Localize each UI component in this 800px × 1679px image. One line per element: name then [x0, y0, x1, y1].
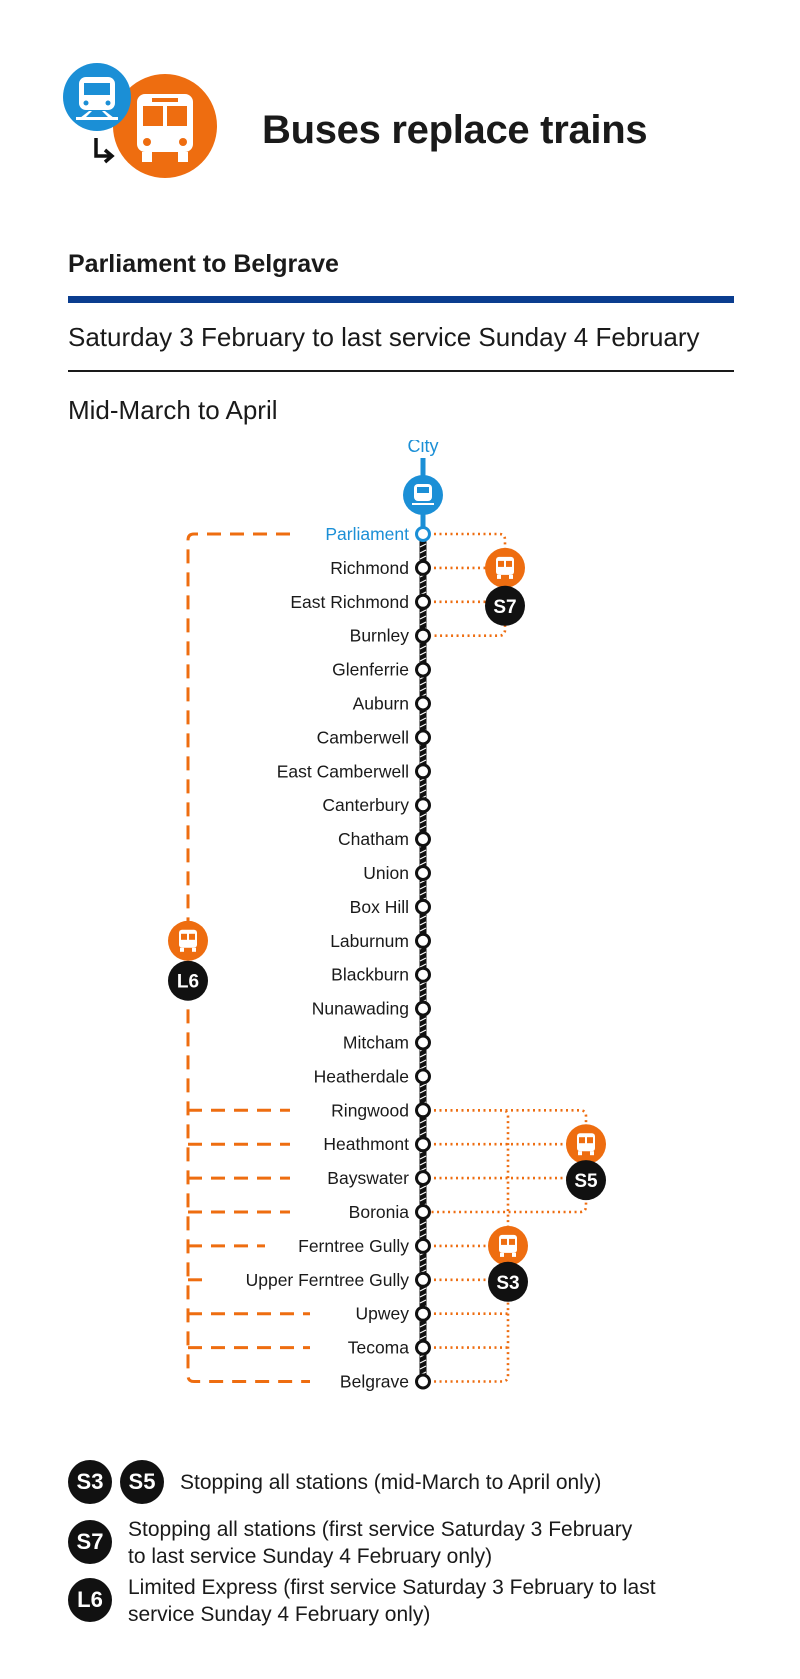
route-badge-s5-label: S5 [574, 1171, 598, 1192]
station-label: Heatherdale [314, 1066, 409, 1086]
station-marker [415, 1339, 431, 1356]
station-marker [415, 797, 431, 814]
station-label: Chatham [338, 829, 409, 849]
legend-s7-line1: Stopping all stations (first service Sat… [128, 1518, 633, 1541]
station-label: Richmond [330, 558, 409, 578]
route-badge-s7-label: S7 [493, 597, 516, 618]
station-marker [415, 1068, 431, 1085]
station-marker [415, 1102, 431, 1119]
station-label: Ringwood [331, 1100, 409, 1120]
station-label: Bayswater [327, 1168, 409, 1188]
blue-divider [68, 296, 734, 303]
station-marker [415, 763, 431, 780]
legend-s3-s5-text: Stopping all stations (mid-March to Apri… [180, 1471, 602, 1494]
black-divider [68, 370, 734, 372]
station-marker [415, 695, 431, 712]
station-marker [415, 865, 431, 881]
bus-icon-glyph [496, 556, 514, 579]
bus-icon-glyph [577, 1133, 595, 1156]
legend-badge-s3: S3 [68, 1460, 112, 1504]
station-label: Laburnum [330, 931, 409, 951]
s5-spurs [423, 1142, 586, 1180]
legend-l6-line2: service Sunday 4 February only) [128, 1603, 431, 1626]
station-marker [415, 898, 431, 915]
station-label: Mitcham [343, 1033, 409, 1053]
route-badge-l6-label: L6 [177, 972, 199, 993]
station-marker [415, 1034, 431, 1051]
station-label: Belgrave [340, 1372, 409, 1392]
s7-route-line [423, 532, 507, 637]
station-marker [415, 729, 431, 746]
station-marker [415, 1204, 431, 1220]
station-marker [415, 1136, 431, 1153]
route-badge-s7-circle [485, 585, 525, 626]
station-marker [415, 627, 431, 644]
bus-icon-glyph [499, 1234, 517, 1257]
station-label: Upwey [356, 1304, 410, 1324]
station-label: Ferntree Gully [298, 1236, 409, 1256]
page-title: Buses replace trains [262, 108, 648, 152]
station-label: Canterbury [322, 795, 409, 815]
route-badge-s3-label: S3 [496, 1273, 519, 1294]
train-icon [412, 484, 434, 505]
station-label: Union [363, 863, 409, 883]
route-subtitle: Parliament to Belgrave [68, 250, 339, 278]
station-marker [415, 1000, 431, 1017]
station-label: Burnley [350, 626, 410, 646]
station-label: Auburn [353, 694, 409, 714]
train-icon [76, 77, 118, 120]
legend-badge-l6: L6 [68, 1578, 112, 1622]
station-label: East Richmond [290, 592, 409, 612]
bus-replaces-train-icon [63, 63, 217, 178]
station-marker [415, 559, 431, 576]
station-marker [415, 966, 431, 983]
station-label: Camberwell [317, 727, 409, 747]
station-marker [415, 526, 431, 542]
route-badge-s3-circle [488, 1261, 528, 1302]
legend-badge-s7: S7 [68, 1520, 112, 1564]
s5-route-line [423, 1109, 588, 1214]
legend-badge-s5: S5 [120, 1460, 164, 1504]
city-label: City [408, 440, 439, 456]
station-marker [415, 831, 431, 848]
station-label: Parliament [325, 524, 409, 544]
date-range-1: Saturday 3 February to last service Sund… [68, 322, 700, 352]
station-marker [415, 661, 431, 678]
station-label: Nunawading [312, 999, 409, 1019]
station-label: Blackburn [331, 965, 409, 985]
bus-icon [137, 94, 193, 162]
l6-route-line [186, 532, 310, 1383]
station-label: Boronia [349, 1202, 410, 1222]
legend-l6-line1: Limited Express (first service Saturday … [128, 1576, 656, 1599]
station-marker [415, 1305, 431, 1322]
station-marker [415, 1271, 431, 1288]
station-label: Glenferrie [332, 660, 409, 680]
station-marker [415, 932, 431, 949]
station-marker [415, 1170, 431, 1187]
station-label: East Camberwell [277, 761, 409, 781]
station-marker [415, 1373, 431, 1390]
station-label: Upper Ferntree Gully [246, 1270, 410, 1290]
station-label: Box Hill [350, 897, 409, 917]
station-label: Heathmont [323, 1134, 409, 1154]
date-range-2: Mid-March to April [68, 395, 278, 425]
legend-s7-line2: to last service Sunday 4 February only) [128, 1545, 493, 1568]
station-marker [415, 593, 431, 610]
arrow-icon [94, 138, 115, 164]
station-label: Tecoma [348, 1338, 410, 1358]
station-marker [415, 1237, 431, 1254]
route-badge-l6-circle [168, 960, 208, 1001]
route-badge-s5-circle [566, 1160, 606, 1201]
bus-icon-glyph [179, 929, 197, 952]
